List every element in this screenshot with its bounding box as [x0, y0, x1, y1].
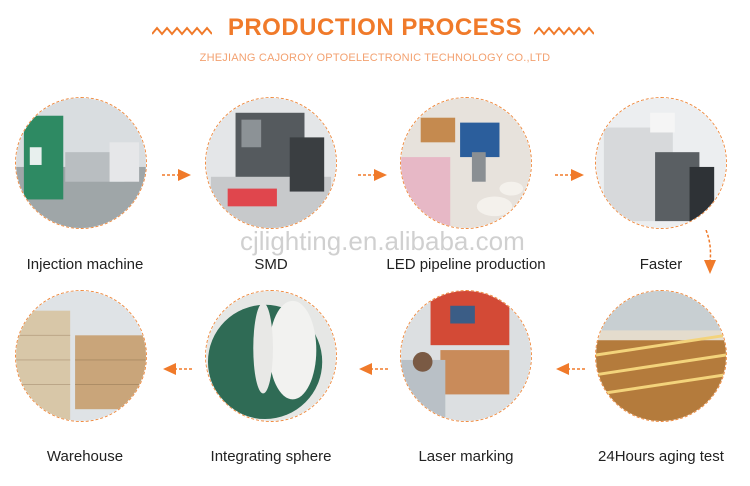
injection-machine-photo	[15, 97, 147, 229]
aging-test-photo	[595, 290, 727, 422]
page-title: PRODUCTION PROCESS	[227, 14, 523, 41]
arrow-right-icon	[358, 169, 387, 181]
arrow-left-icon	[359, 363, 388, 375]
step-label-smd: SMD	[254, 256, 288, 273]
arrow-left-icon	[556, 363, 585, 375]
laser-marking-photo	[400, 290, 532, 422]
step-label-integrating-sphere: Integrating sphere	[210, 448, 332, 465]
pipeline-photo	[400, 97, 532, 229]
integrating-sphere-photo	[205, 290, 337, 422]
step-label-led-pipeline-production: LED pipeline production	[386, 256, 546, 273]
arrow-left-icon	[163, 363, 192, 375]
arrow-right-icon	[162, 169, 191, 181]
warehouse-photo	[15, 290, 147, 422]
step-label-aging-test: 24Hours aging test	[598, 448, 724, 465]
right-zigzag-ornament	[534, 26, 594, 36]
watermark: cjlighting.en.alibaba.com	[240, 226, 525, 256]
step-label-injection-machine: Injection machine	[26, 256, 144, 273]
arrow-right-icon	[555, 169, 584, 181]
step-label-warehouse: Warehouse	[46, 448, 124, 465]
arrow-down-icon	[704, 230, 716, 274]
step-label-laser-marking: Laser marking	[418, 448, 514, 465]
company-subtitle: ZHEJIANG CAJOROY OPTOELECTRONIC TECHNOLO…	[199, 52, 551, 64]
faster-machine-photo	[595, 97, 727, 229]
smd-machine-photo	[205, 97, 337, 229]
left-zigzag-ornament	[152, 26, 212, 36]
step-label-faster: Faster	[639, 256, 683, 273]
